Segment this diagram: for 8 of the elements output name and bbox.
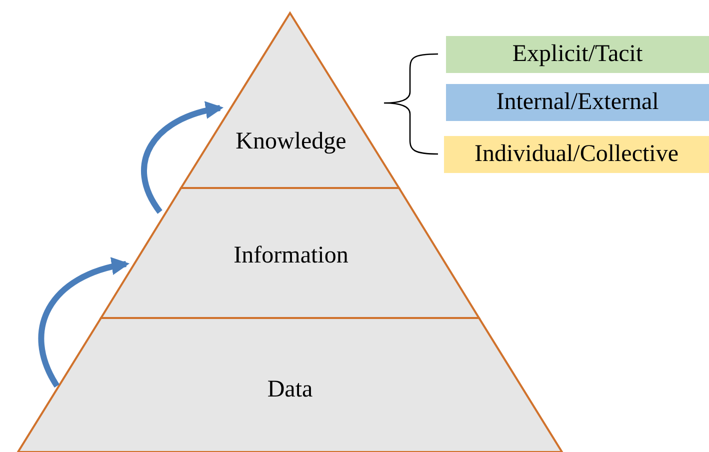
curved-arrow xyxy=(141,102,224,214)
layer-label: Data xyxy=(267,376,313,404)
curved-arrow xyxy=(38,258,130,388)
category-box: Individual/Collective xyxy=(444,136,709,173)
layer-label: Knowledge xyxy=(236,128,346,156)
layer-label: Information xyxy=(234,242,348,270)
category-box: Internal/External xyxy=(446,84,709,121)
category-box: Explicit/Tacit xyxy=(446,36,709,73)
